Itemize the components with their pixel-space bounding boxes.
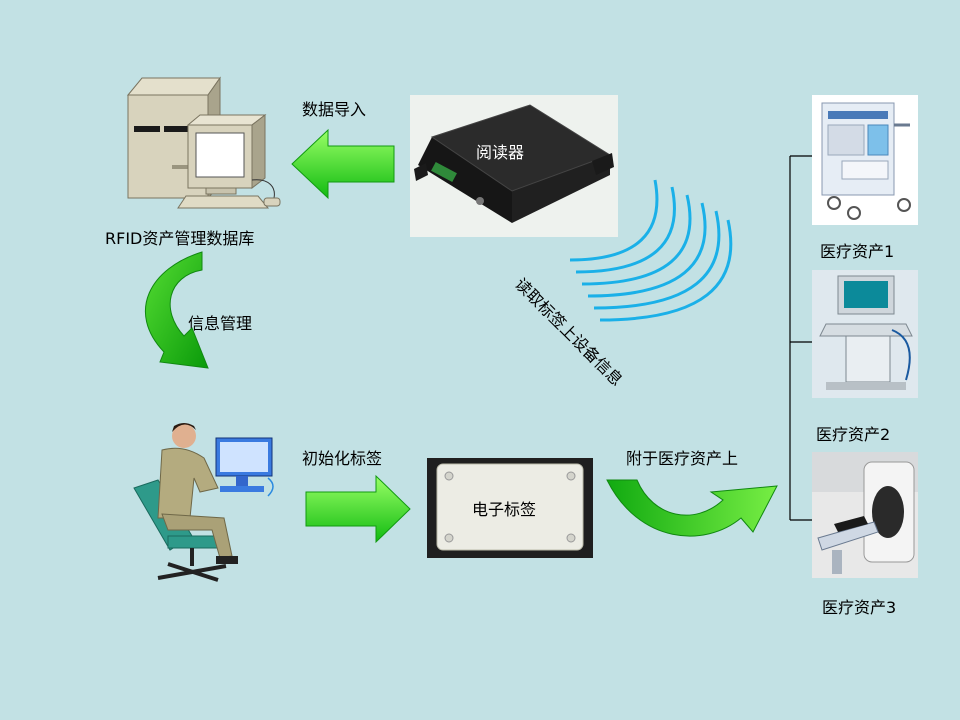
electronic-tag-image: 电子标签 <box>427 458 593 558</box>
info-management-label: 信息管理 <box>188 314 253 333</box>
electronic-tag-label: 电子标签 <box>472 500 537 519</box>
medical-asset-2-image <box>812 270 918 398</box>
attach-to-asset-label: 附于医疗资产上 <box>626 449 739 468</box>
medical-asset-3-image <box>812 452 918 578</box>
attach-to-asset-arrow <box>605 474 785 544</box>
data-import-label: 数据导入 <box>302 100 367 119</box>
asset-group-connector <box>788 150 818 522</box>
initialize-tag-label: 初始化标签 <box>302 449 383 468</box>
database-label: RFID资产管理数据库 <box>105 229 255 248</box>
reader-image: 阅读器 <box>410 95 618 237</box>
medical-asset-3-label: 医疗资产3 <box>822 598 897 617</box>
info-management-arrow <box>130 250 210 400</box>
reader-label: 阅读器 <box>476 143 525 162</box>
operator-at-computer-image <box>128 418 290 584</box>
medical-asset-1-image <box>812 95 918 225</box>
medical-asset-2-label: 医疗资产2 <box>816 425 891 444</box>
medical-asset-1-label: 医疗资产1 <box>820 242 895 261</box>
database-computer-image <box>120 70 285 215</box>
initialize-tag-arrow <box>302 472 414 546</box>
data-import-arrow <box>288 124 398 204</box>
rf-signal-waves <box>560 165 735 335</box>
